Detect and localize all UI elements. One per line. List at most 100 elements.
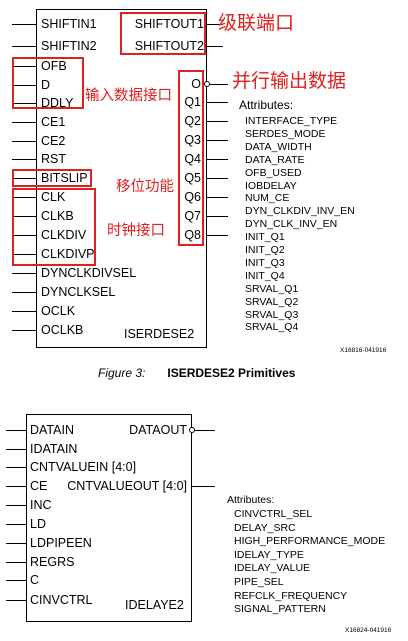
pin-label: Q1 bbox=[184, 95, 201, 109]
pin-wire bbox=[12, 103, 36, 104]
attribute: NUM_CE bbox=[245, 192, 290, 205]
pin-wire bbox=[207, 235, 228, 236]
pin-wire bbox=[12, 330, 36, 331]
attribute: SERDES_MODE bbox=[245, 127, 326, 140]
figure-number: Figure 3: bbox=[98, 366, 146, 380]
pin-wire bbox=[6, 580, 26, 581]
pin-label: SHIFTOUT2 bbox=[134, 39, 204, 53]
pin-label: DATAOUT bbox=[129, 423, 187, 437]
attribute: DELAY_SRC bbox=[234, 521, 296, 534]
clock-port-note: 时钟接口 bbox=[107, 223, 165, 239]
attribute: INTERFACE_TYPE bbox=[245, 115, 338, 127]
iserdes-attributes-title: Attributes: bbox=[239, 98, 294, 112]
input-data-highlight bbox=[12, 57, 84, 109]
attribute: INIT_Q3 bbox=[245, 256, 285, 269]
idelay-attributes-title: Attributes: bbox=[227, 494, 275, 506]
pin-wire bbox=[207, 121, 228, 122]
attribute: CINVCTRL_SEL bbox=[234, 508, 313, 520]
figure-title: ISERDESE2 Primitives bbox=[167, 366, 296, 380]
parallel-output-note: 并行输出数据 bbox=[232, 70, 347, 92]
pin-wire bbox=[12, 273, 36, 274]
cascade-port-highlight bbox=[120, 12, 206, 55]
attribute: IDELAY_TYPE bbox=[234, 548, 304, 561]
pin-wire bbox=[12, 85, 36, 86]
pin-label: Q4 bbox=[184, 152, 201, 166]
pin-wire bbox=[12, 66, 36, 67]
pin-wire bbox=[12, 178, 36, 179]
pin-label: Q7 bbox=[184, 209, 201, 223]
pin-label: Q5 bbox=[184, 171, 201, 185]
pin-wire bbox=[12, 24, 36, 25]
pin-label: O bbox=[191, 77, 201, 91]
idelay-block bbox=[26, 414, 192, 622]
pin-label: CINVCTRL bbox=[30, 593, 93, 607]
pin-label: BITSLIP bbox=[41, 171, 88, 185]
pin-wire bbox=[207, 46, 223, 47]
pin-wire bbox=[6, 449, 26, 450]
pin-label: SHIFTOUT1 bbox=[134, 17, 204, 31]
pin-wire bbox=[207, 24, 223, 25]
attribute: DATA_WIDTH bbox=[245, 140, 312, 153]
attribute: SRVAL_Q4 bbox=[245, 321, 299, 334]
pin-wire bbox=[207, 140, 228, 141]
pin-wire bbox=[6, 505, 26, 506]
attribute: SIGNAL_PATTERN bbox=[234, 603, 326, 616]
attribute: IOBDELAY bbox=[245, 179, 297, 192]
pin-wire bbox=[12, 292, 36, 293]
pin-label: CE bbox=[30, 479, 48, 493]
output-bubble bbox=[189, 427, 195, 433]
pin-label: CLKDIV bbox=[41, 228, 87, 242]
pin-label: CNTVALUEIN [4:0] bbox=[30, 460, 137, 474]
pin-wire bbox=[207, 178, 228, 179]
pin-wire bbox=[6, 600, 26, 601]
pin-wire bbox=[207, 159, 228, 160]
pin-wire bbox=[12, 216, 36, 217]
pin-wire bbox=[192, 486, 215, 487]
pin-wire bbox=[195, 430, 215, 431]
idelay-block-name: IDELAYE2 bbox=[125, 598, 184, 612]
pin-label: CLK bbox=[41, 190, 66, 204]
pin-label: OFB bbox=[41, 59, 67, 73]
pin-wire bbox=[12, 197, 36, 198]
parallel-output-highlight bbox=[178, 70, 204, 246]
pin-wire bbox=[12, 141, 36, 142]
pin-label: CLKB bbox=[41, 209, 74, 223]
pin-label: DATAIN bbox=[30, 423, 74, 437]
attribute: PIPE_SEL bbox=[234, 576, 284, 588]
pin-label: OCLK bbox=[41, 304, 76, 318]
bitslip-highlight bbox=[12, 169, 92, 187]
pin-label: DDLY bbox=[41, 96, 74, 110]
pin-label: C bbox=[30, 573, 40, 587]
clock-port-highlight bbox=[12, 188, 96, 266]
attribute: SRVAL_Q1 bbox=[245, 282, 299, 295]
pin-wire bbox=[12, 235, 36, 236]
iserdes-block-name: ISERDESE2 bbox=[124, 327, 195, 341]
pin-label: CE2 bbox=[41, 134, 66, 148]
pin-label: SHIFTIN1 bbox=[41, 17, 97, 31]
pin-wire bbox=[210, 84, 228, 85]
pin-wire bbox=[12, 122, 36, 123]
attribute: REFCLK_FREQUENCY bbox=[234, 589, 348, 602]
pin-wire bbox=[6, 562, 26, 563]
pin-wire bbox=[6, 430, 26, 431]
pin-label: Q8 bbox=[184, 228, 201, 242]
attribute: INIT_Q4 bbox=[245, 269, 285, 282]
pin-wire bbox=[207, 102, 228, 103]
pin-wire bbox=[6, 524, 26, 525]
attribute: DATA_RATE bbox=[245, 153, 305, 166]
pin-label: CLKDIVP bbox=[41, 247, 95, 261]
attribute: HIGH_PERFORMANCE_MODE bbox=[234, 535, 386, 548]
idelay-figure-id: X16824-041916 bbox=[345, 627, 392, 634]
pin-wire bbox=[6, 467, 26, 468]
pin-label: CNTVALUEOUT [4:0] bbox=[67, 479, 187, 493]
pin-label: CE1 bbox=[41, 115, 66, 129]
attribute: OFB_USED bbox=[245, 166, 302, 179]
pin-label: INC bbox=[30, 498, 52, 512]
input-data-note: 输入数据接口 bbox=[85, 88, 172, 104]
cascade-port-note: 级联端口 bbox=[218, 12, 295, 34]
pin-label: Q6 bbox=[184, 190, 201, 204]
attribute: INIT_Q2 bbox=[245, 244, 285, 256]
pin-label: DYNCLKSEL bbox=[41, 285, 116, 299]
attribute: SRVAL_Q3 bbox=[245, 308, 299, 321]
pin-wire bbox=[6, 486, 26, 487]
